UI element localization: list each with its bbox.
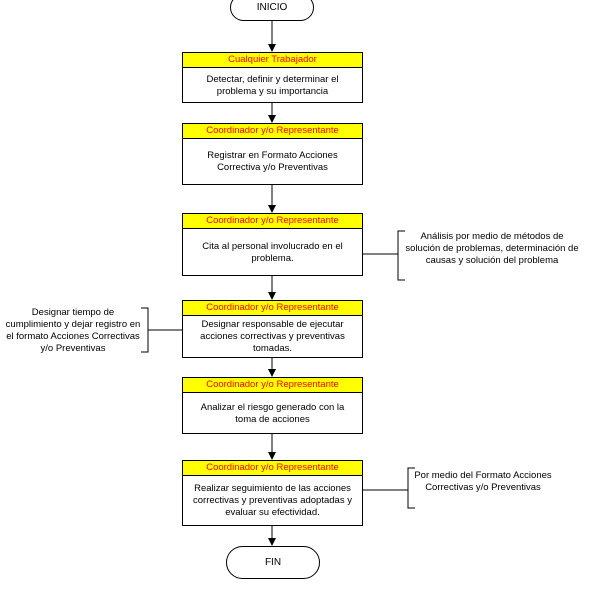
- step-4-role: Coordinador y/o Representante: [183, 301, 362, 316]
- process-step-3: Coordinador y/o Representante Cita al pe…: [182, 213, 363, 276]
- step-5-text: Analizar el riesgo generado con la toma …: [200, 401, 345, 425]
- process-step-2: Coordinador y/o Representante Registrar …: [182, 123, 363, 185]
- step-6-role: Coordinador y/o Representante: [183, 461, 362, 476]
- step-4-text: Designar responsable de ejecutar accione…: [200, 319, 345, 354]
- end-label: FIN: [264, 557, 282, 568]
- step-2-text: Registrar en Formato Acciones Correctiva…: [207, 150, 338, 173]
- step-1-role: Cualquier Trabajador: [183, 53, 362, 68]
- process-step-4: Coordinador y/o Representante Designar r…: [182, 300, 363, 358]
- start-label: INICIO: [256, 2, 288, 13]
- step-3-text: Cita al personal involucrado en el probl…: [202, 240, 343, 264]
- note-follow-up: Por medio del Formato Acciones Correctiv…: [414, 470, 552, 493]
- start-terminal: INICIO: [230, 0, 314, 21]
- process-step-6: Coordinador y/o Representante Realizar s…: [182, 460, 363, 526]
- note-designate-time: Designar tiempo de cumplimiento y dejar …: [5, 307, 141, 354]
- step-2-role: Coordinador y/o Representante: [183, 124, 362, 139]
- bracket-analysis: [397, 230, 405, 281]
- step-6-text: Realizar seguimiento de las acciones cor…: [193, 483, 352, 518]
- process-step-1: Cualquier Trabajador Detectar, definir y…: [182, 52, 363, 103]
- note-analysis: Análisis por medio de métodos de solució…: [405, 231, 579, 266]
- step-3-role: Coordinador y/o Representante: [183, 214, 362, 229]
- process-step-5: Coordinador y/o Representante Analizar e…: [182, 377, 363, 434]
- end-terminal: FIN: [226, 546, 320, 579]
- step-5-role: Coordinador y/o Representante: [183, 378, 362, 393]
- bracket-follow-up: [407, 467, 415, 509]
- step-1-text: Detectar, definir y determinar el proble…: [206, 73, 339, 97]
- bracket-designate-time: [141, 307, 149, 353]
